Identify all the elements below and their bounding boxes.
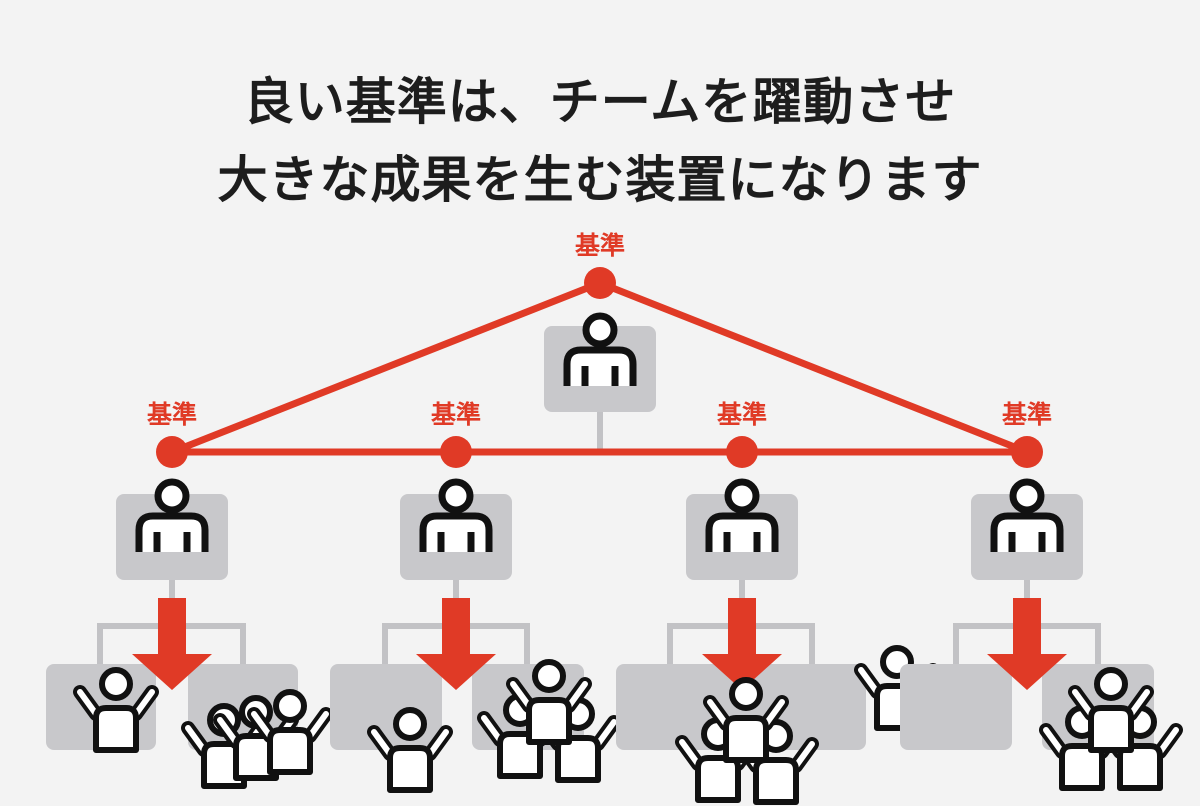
- standard-label-3: 基準: [716, 400, 767, 429]
- standard-node-1: [156, 436, 188, 468]
- standards-network: [156, 267, 1043, 468]
- standard-node-4: [1011, 436, 1043, 468]
- standards-edge-right: [598, 279, 1029, 456]
- standard-label-4: 基準: [1001, 400, 1052, 429]
- standards-edge-left: [170, 279, 602, 456]
- title-line-2: 大きな成果を生む装置になります: [217, 151, 983, 209]
- person-icon: [709, 482, 775, 552]
- team-3: [616, 482, 866, 802]
- standard-label-1: 基準: [146, 400, 197, 429]
- team-2: [330, 482, 614, 790]
- standard-label-2: 基準: [430, 400, 481, 429]
- person-icon: [423, 482, 489, 552]
- team-1: [46, 482, 326, 786]
- person-icon: [994, 482, 1060, 552]
- standard-node-3: [726, 436, 758, 468]
- member-box: [900, 664, 1012, 750]
- standard-node-top: [584, 267, 616, 299]
- person-icon: [139, 482, 205, 552]
- team-4: [900, 482, 1176, 788]
- standard-node-2: [440, 436, 472, 468]
- standard-label-top: 基準: [574, 231, 625, 260]
- title-line-1: 良い基準は、チームを躍動させ: [243, 73, 957, 131]
